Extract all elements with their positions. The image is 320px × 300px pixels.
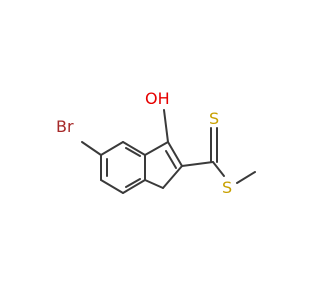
atom-s-thioether-label: S [222, 178, 232, 197]
bond-ring-c6-c5 [100, 141, 124, 156]
atom-br-label: Br [56, 117, 74, 136]
molecule-drawing: Br OH S S [56, 89, 256, 197]
bond-c-br [81, 141, 102, 156]
bond-ring-c4-c3 [100, 179, 124, 194]
bond-c8-c9-double [165, 150, 177, 169]
bond-c8-c9 [167, 141, 183, 167]
bond-c9-c11 [181, 161, 214, 167]
bond-c9-c10 [162, 165, 183, 189]
bond-c11-s [212, 161, 225, 177]
structure-diagram: Br OH S S [56, 89, 256, 197]
bond-ring-inner-2 [125, 178, 141, 188]
bond-c-oh [163, 109, 169, 143]
bond-s-ch3 [236, 171, 256, 184]
atom-oh-label: OH [145, 89, 170, 108]
bond-ring-c1-c6 [122, 141, 146, 156]
bond-ring-inner-3 [125, 147, 141, 157]
atom-s-thione-label: S [209, 109, 219, 128]
bond-c1-c8 [144, 141, 169, 156]
bond-c10-c2 [144, 179, 164, 189]
bond-ring-c3-c2 [122, 179, 146, 194]
